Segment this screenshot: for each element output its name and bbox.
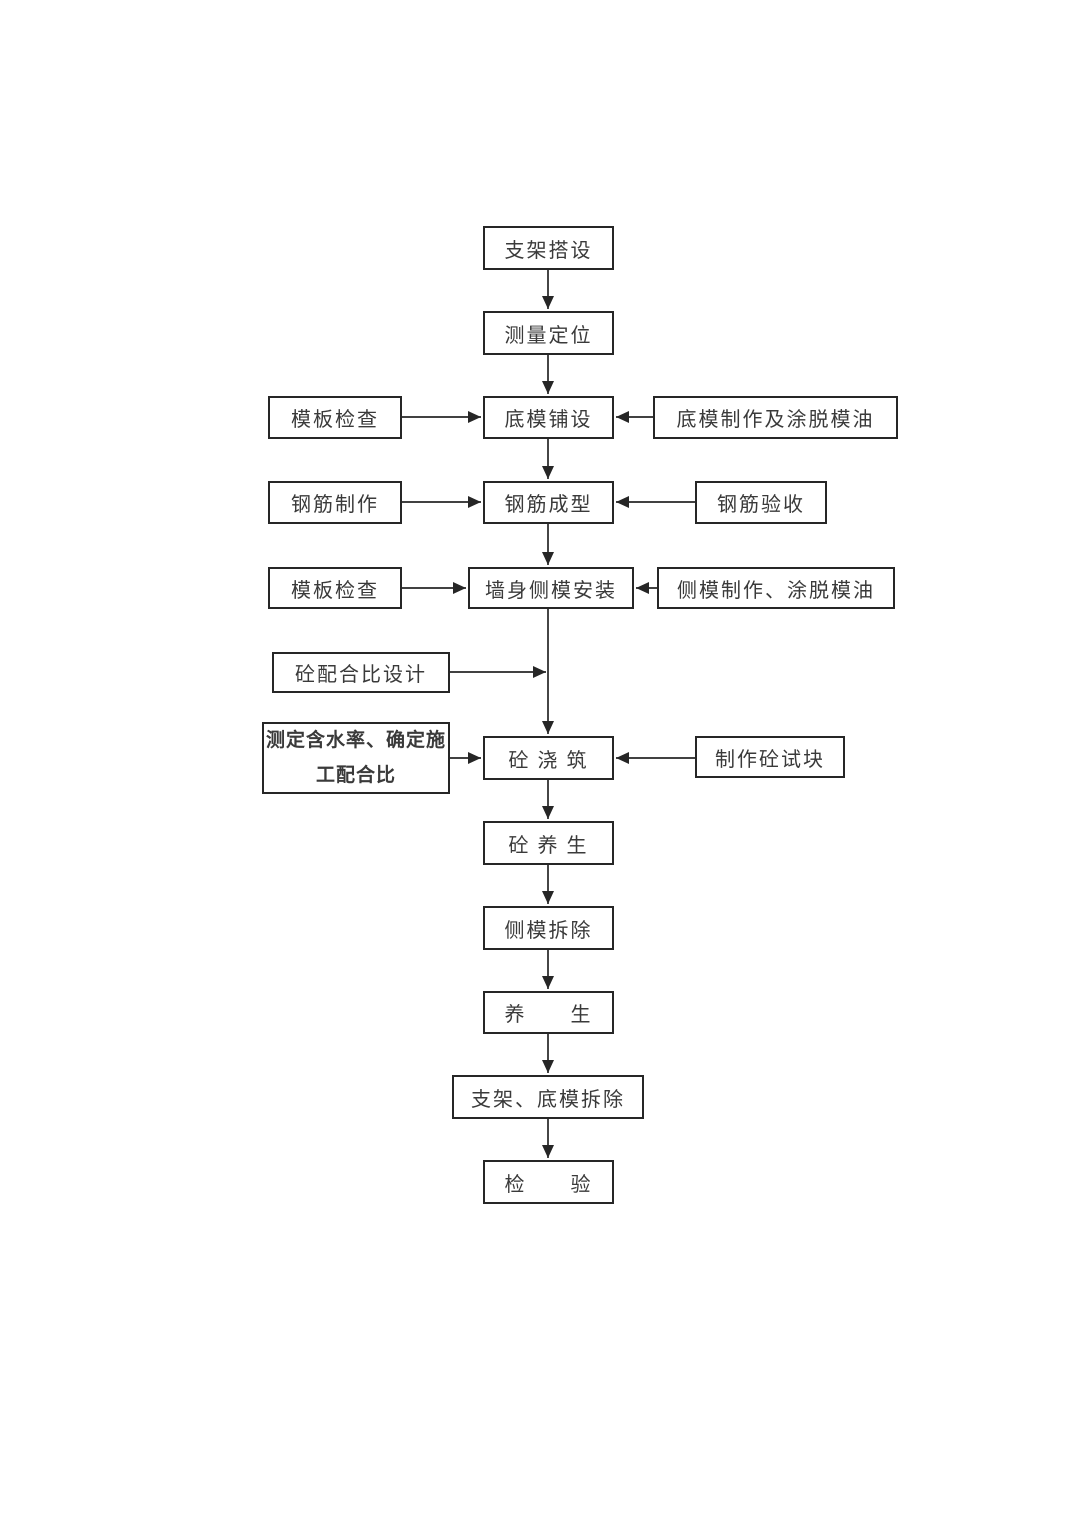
- node-rebar-forming: 钢筋成型: [483, 481, 614, 524]
- node-wall-side-formwork-install: 墙身侧模安装: [468, 567, 634, 609]
- node-scaffold-bottom-formwork-removal: 支架、底模拆除: [452, 1075, 644, 1119]
- node-scaffold-erection: 支架搭设: [483, 226, 614, 270]
- node-concrete-mix-design: 砼配合比设计: [272, 652, 450, 693]
- node-formwork-check-1: 模板检查: [268, 396, 402, 439]
- node-moisture-content-mix-ratio: 测定含水率、确定施工配合比: [262, 722, 450, 794]
- node-side-formwork-removal: 侧模拆除: [483, 906, 614, 950]
- node-rebar-acceptance: 钢筋验收: [695, 481, 827, 524]
- node-concrete-curing: 砼 养 生: [483, 821, 614, 865]
- node-concrete-test-block: 制作砼试块: [695, 736, 845, 778]
- node-bottom-formwork-make-oil: 底模制作及涂脱模油: [653, 396, 898, 439]
- node-rebar-fabrication: 钢筋制作: [268, 481, 402, 524]
- node-inspection: 检 验: [483, 1160, 614, 1204]
- node-survey-positioning: 测量定位: [483, 311, 614, 355]
- node-concrete-pouring: 砼 浇 筑: [483, 736, 614, 780]
- node-final-curing: 养 生: [483, 991, 614, 1034]
- node-side-formwork-make-oil: 侧模制作、涂脱模油: [657, 567, 895, 609]
- node-formwork-check-2: 模板检查: [268, 567, 402, 609]
- node-bottom-formwork-laying: 底模铺设: [483, 396, 614, 439]
